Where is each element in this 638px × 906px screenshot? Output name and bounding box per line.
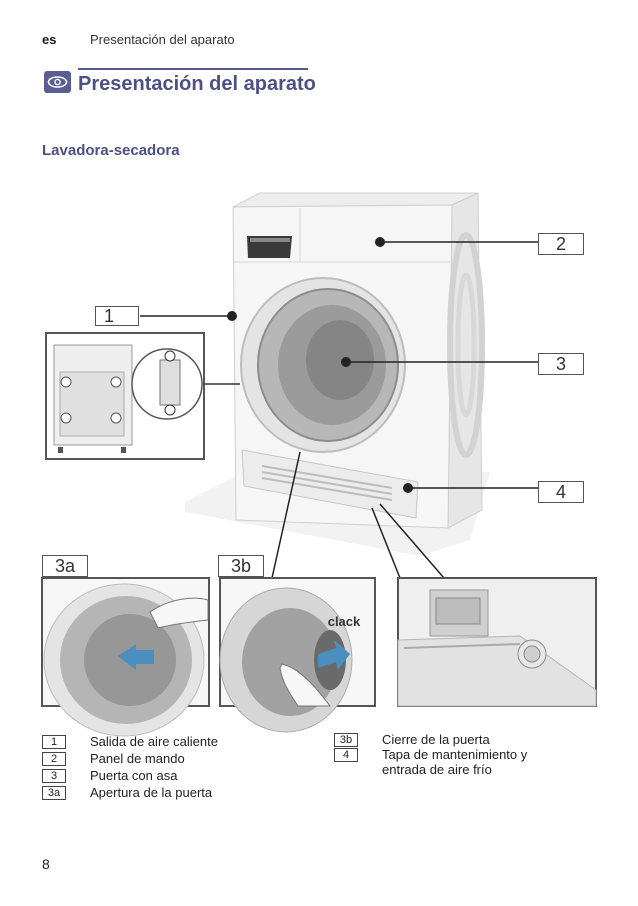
panel-maintenance-flap	[397, 577, 597, 707]
eye-icon	[44, 71, 71, 93]
legend-key: 4	[334, 748, 358, 762]
legend-text: Salida de aire caliente	[90, 734, 218, 749]
language-code: es	[42, 32, 57, 47]
callout-4: 4	[538, 481, 584, 503]
legend-left: 1 Salida de aire caliente 2 Panel de man…	[42, 734, 312, 804]
callout-1: 1	[95, 306, 139, 326]
callout-3: 3	[538, 353, 584, 375]
legend-key: 3b	[334, 733, 358, 747]
legend-key: 1	[42, 735, 66, 749]
legend-text: Panel de mando	[90, 751, 185, 766]
section-subtitle: Lavadora-secadora	[42, 142, 180, 159]
title-rule	[78, 68, 308, 70]
callout-3a: 3a	[42, 555, 88, 577]
callout-3b: 3b	[218, 555, 264, 577]
machine-body	[232, 192, 485, 529]
legend-key: 3	[42, 769, 66, 783]
callout-2: 2	[538, 233, 584, 255]
legend-text: Cierre de la puerta	[382, 732, 490, 747]
section-title: Presentación del aparato	[78, 73, 316, 95]
legend-text: Puerta con asa	[90, 768, 178, 783]
clack-label: clack	[328, 614, 361, 629]
rear-view-inset	[45, 332, 240, 460]
running-header: Presentación del aparato	[90, 32, 235, 47]
legend-key: 3a	[42, 786, 66, 800]
legend-text: Tapa de mantenimiento y	[382, 747, 528, 762]
legend-key: 2	[42, 752, 66, 766]
panel-close-door	[219, 577, 376, 733]
legend-right: 3b Cierre de la puerta 4 Tapa de manteni…	[334, 732, 594, 782]
panel-open-door	[41, 577, 210, 737]
legend-text-continued: entrada de aire frío	[382, 762, 492, 777]
page-number: 8	[42, 856, 50, 872]
legend-text: Apertura de la puerta	[90, 785, 213, 800]
